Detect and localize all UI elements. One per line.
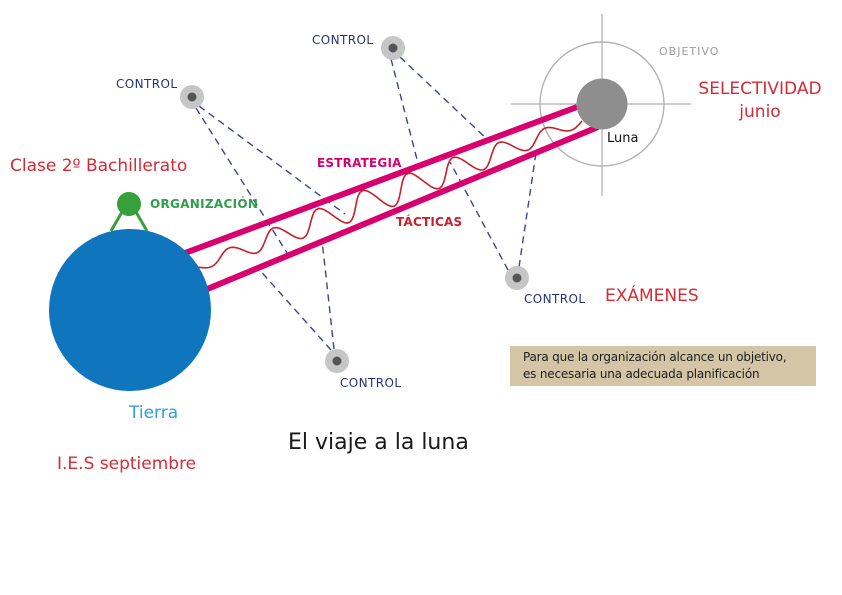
planning-note-line1: Para que la organización alcance un obje… <box>523 350 787 364</box>
selectivity-label: SELECTIVIDAD <box>698 79 822 99</box>
selectivity-month-label: junio <box>739 102 781 122</box>
moon-label: Luna <box>607 131 639 146</box>
dashed-line-control2-a <box>390 58 420 168</box>
dashed-line-control2-b <box>399 56 490 142</box>
class-label: Clase 2º Bachillerato <box>10 156 188 176</box>
school-label: I.E.S septiembre <box>57 454 197 474</box>
dashed-line-control4-b <box>518 152 537 268</box>
exams-label: EXÁMENES <box>605 286 699 306</box>
organization-ball <box>117 192 141 216</box>
planning-note-line2: es necesaria una adecuada planificación <box>523 367 760 381</box>
dashed-line-control3-b <box>321 239 335 350</box>
earth-label: Tierra <box>129 403 179 423</box>
organization-leg-right <box>134 211 149 232</box>
selectivity-block: SELECTIVIDAD junio <box>688 78 832 124</box>
control-label-4: CONTROL <box>524 292 586 306</box>
dashed-line-control3-a <box>256 266 332 351</box>
objective-label: OBJETIVO <box>659 45 720 58</box>
dashed-line-control4-a <box>449 161 509 271</box>
strategy-line-upper <box>183 104 579 256</box>
diagram-title: El viaje a la luna <box>288 430 469 455</box>
dashed-line-control1-b <box>195 107 290 257</box>
control-label-3: CONTROL <box>340 376 402 390</box>
organization-marker <box>109 192 149 232</box>
dashed-line-control1-a <box>198 105 346 215</box>
control-point-3 <box>325 349 349 373</box>
control-inner-circle <box>187 92 197 102</box>
control-inner-circle <box>388 43 398 53</box>
control-sight-lines <box>195 56 537 351</box>
objective-ring <box>539 41 665 167</box>
planning-note-box: Para que la organización alcance un obje… <box>510 346 816 386</box>
control-point-2 <box>381 36 405 60</box>
control-label-1: CONTROL <box>116 77 178 91</box>
moon-circle <box>576 78 628 130</box>
strategy-label: ESTRATEGIA <box>317 156 402 170</box>
control-point-4 <box>505 266 529 290</box>
control-inner-circle <box>512 273 522 283</box>
control-points <box>180 36 529 373</box>
control-point-1 <box>180 85 204 109</box>
strategy-line-lower <box>203 124 600 293</box>
organization-label: ORGANIZACIÓN <box>150 197 259 211</box>
earth-circle <box>49 229 211 391</box>
control-label-2: CONTROL <box>312 33 374 47</box>
organization-leg-left <box>109 211 124 232</box>
control-inner-circle <box>332 356 342 366</box>
tactics-wavy-trajectory <box>196 120 583 269</box>
tactics-label: TÁCTICAS <box>396 215 463 229</box>
